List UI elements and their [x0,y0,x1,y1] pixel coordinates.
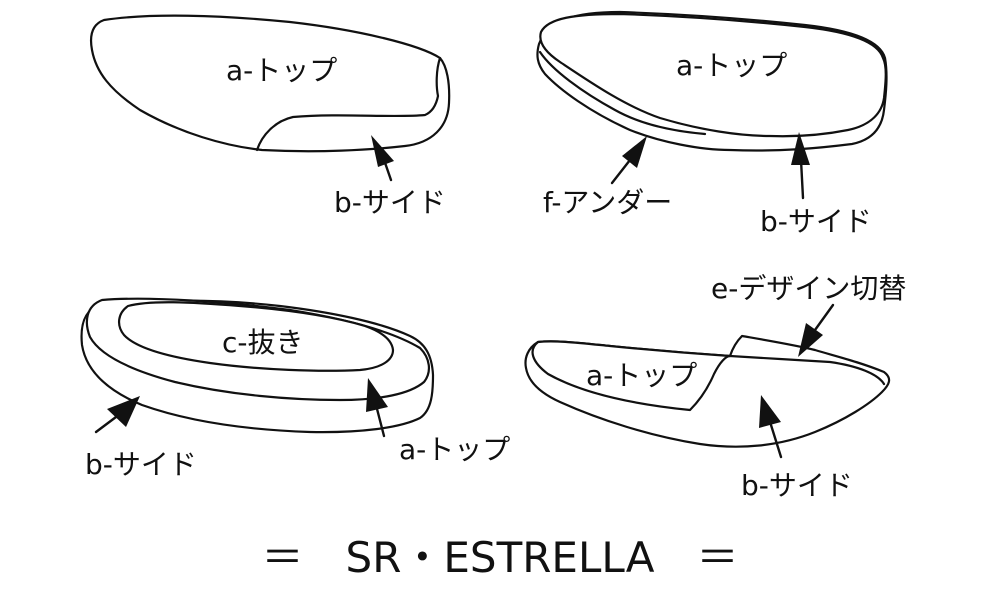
seat-diagram-3: c-抜き b-サイド a-トップ [80,297,510,481]
seat-2-side-label: b-サイド [760,205,872,238]
seat-4-switch-label: e-デザイン切替 [711,272,906,305]
seat-4-side-pointer-shaft [769,423,783,459]
seat-2-side-pointer-shaft [799,158,805,200]
seat-3-side-pointer-head [107,396,140,427]
seat-2-under-seam [538,50,707,136]
seat-4-top-outline [531,340,732,412]
seat-diagram-4: a-トップ e-デザイン切替 b-サイド [524,272,906,502]
seat-diagram-1: a-トップ b-サイド [89,14,451,219]
seat-2-under-pointer-head [622,136,647,168]
seat-diagram-2: a-トップ f-アンダー b-サイド [536,10,888,238]
seat-3-top-label: a-トップ [399,433,510,466]
seat-3-top-pointer-shaft [374,403,386,438]
seat-2-side-pointer-head [791,132,810,165]
seat-3-side-label: b-サイド [85,448,197,481]
seat-4-switch-pointer-head [798,323,823,357]
seat-4-switch-pointer-shaft [813,303,835,332]
seat-1-side-label: b-サイド [334,186,446,219]
seat-2-under-pointer-shaft [610,158,632,185]
seat-1-top-label: a-トップ [226,54,337,87]
seat-2-under-label: f-アンダー [543,186,672,219]
seat-2-top-outline [539,12,887,138]
model-caption: ＝ SR・ESTRELLA ＝ [262,533,739,582]
seat-4-top-label: a-トップ [586,359,697,392]
seat-3-inner-outline [118,301,395,372]
seat-4-side-label: b-サイド [741,469,853,502]
seat-1-outline [89,14,451,153]
seat-1-side-pointer-head [371,135,394,167]
seat-3-top-pointer-head [366,378,388,412]
seat-4-side-pointer-head [759,395,781,428]
seat-3-inner-label: c-抜き [222,326,304,359]
seat-3-side-pointer-shaft [94,415,118,434]
seat-2-top-label: a-トップ [676,49,787,82]
seat-4-switch-seam [728,354,886,386]
seat-1-side-seam [255,56,442,152]
